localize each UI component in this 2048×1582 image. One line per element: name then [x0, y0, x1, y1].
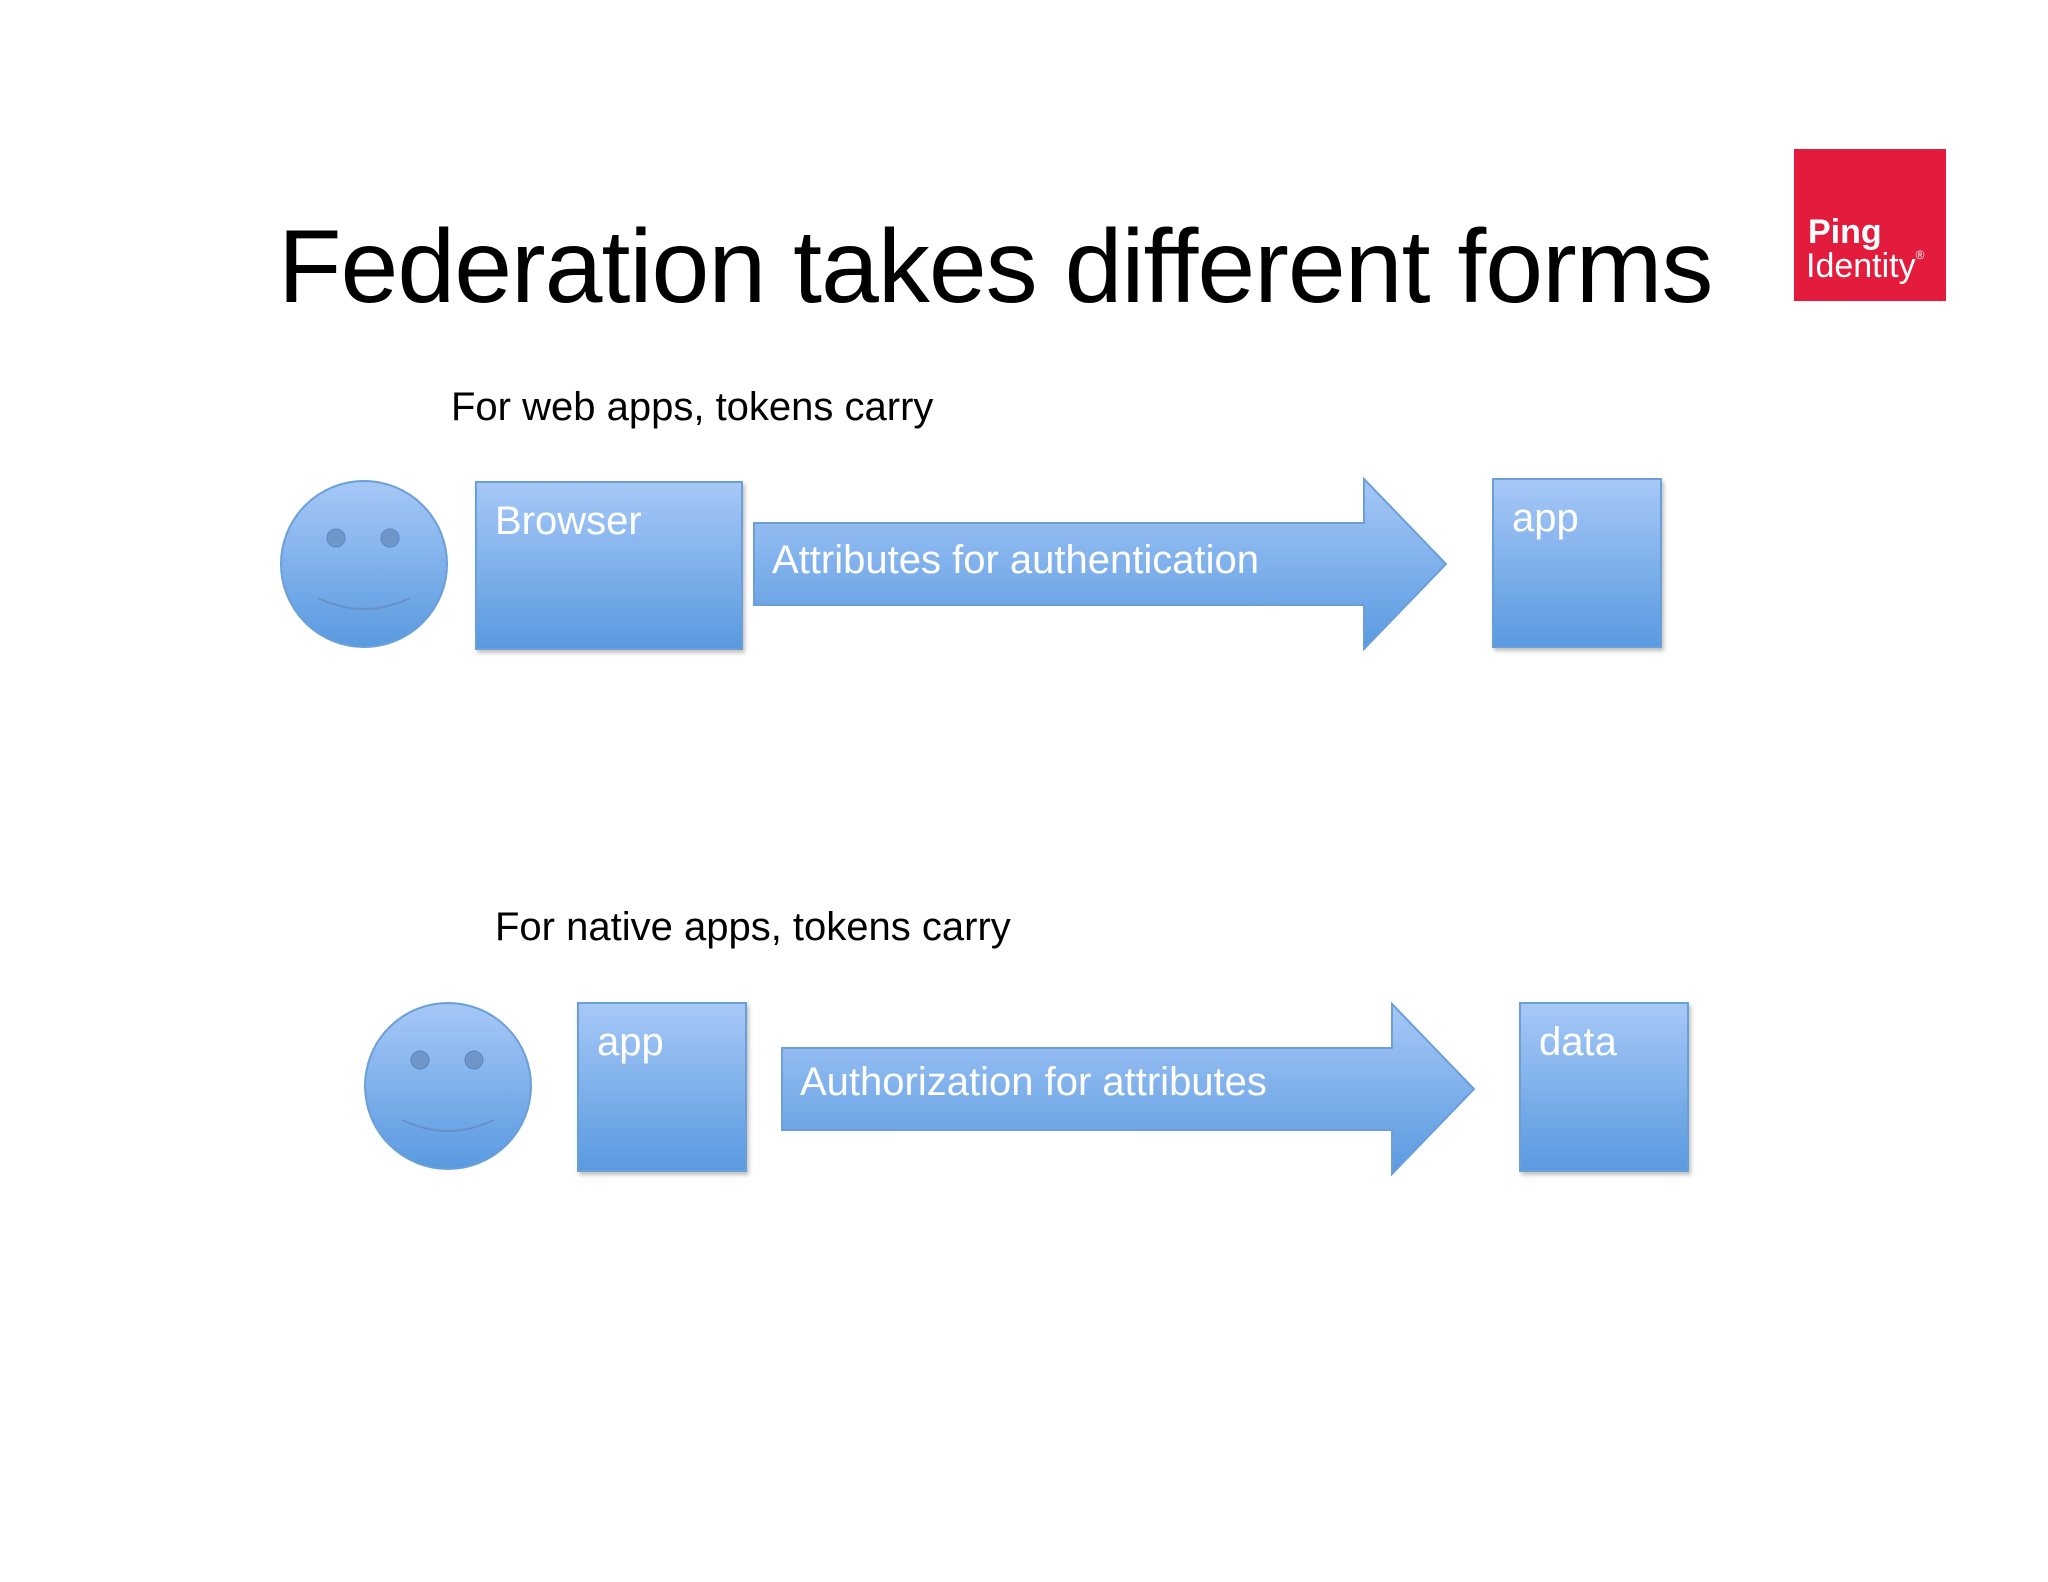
web-app-box-label: app — [1512, 496, 1579, 540]
native-app-box: app — [577, 1002, 747, 1172]
web-apps-caption: For web apps, tokens carry — [451, 385, 934, 429]
web-arrow-label: Attributes for authentication — [772, 538, 1259, 582]
logo-text-identity: Identity® — [1806, 249, 1924, 283]
native-user-smiley-face-icon — [364, 1002, 532, 1170]
browser-box: Browser — [475, 481, 743, 650]
web-user-smiley-face-icon — [280, 480, 448, 648]
native-arrow-label: Authorization for attributes — [800, 1060, 1267, 1104]
native-app-box-label: app — [597, 1020, 664, 1064]
data-box: data — [1519, 1002, 1689, 1172]
slide-title: Federation takes different forms — [278, 209, 1713, 325]
ping-identity-logo: Ping Identity® — [1794, 149, 1946, 301]
web-app-box: app — [1492, 478, 1662, 648]
data-box-label: data — [1539, 1020, 1617, 1064]
browser-box-label: Browser — [495, 499, 642, 543]
web-token-arrow — [753, 476, 1448, 652]
logo-registered-mark: ® — [1915, 248, 1925, 262]
logo-text-ping: Ping — [1808, 213, 1882, 251]
native-apps-caption: For native apps, tokens carry — [495, 905, 1011, 949]
native-token-arrow — [781, 1001, 1476, 1177]
logo-identity-word: Identity — [1806, 247, 1916, 285]
